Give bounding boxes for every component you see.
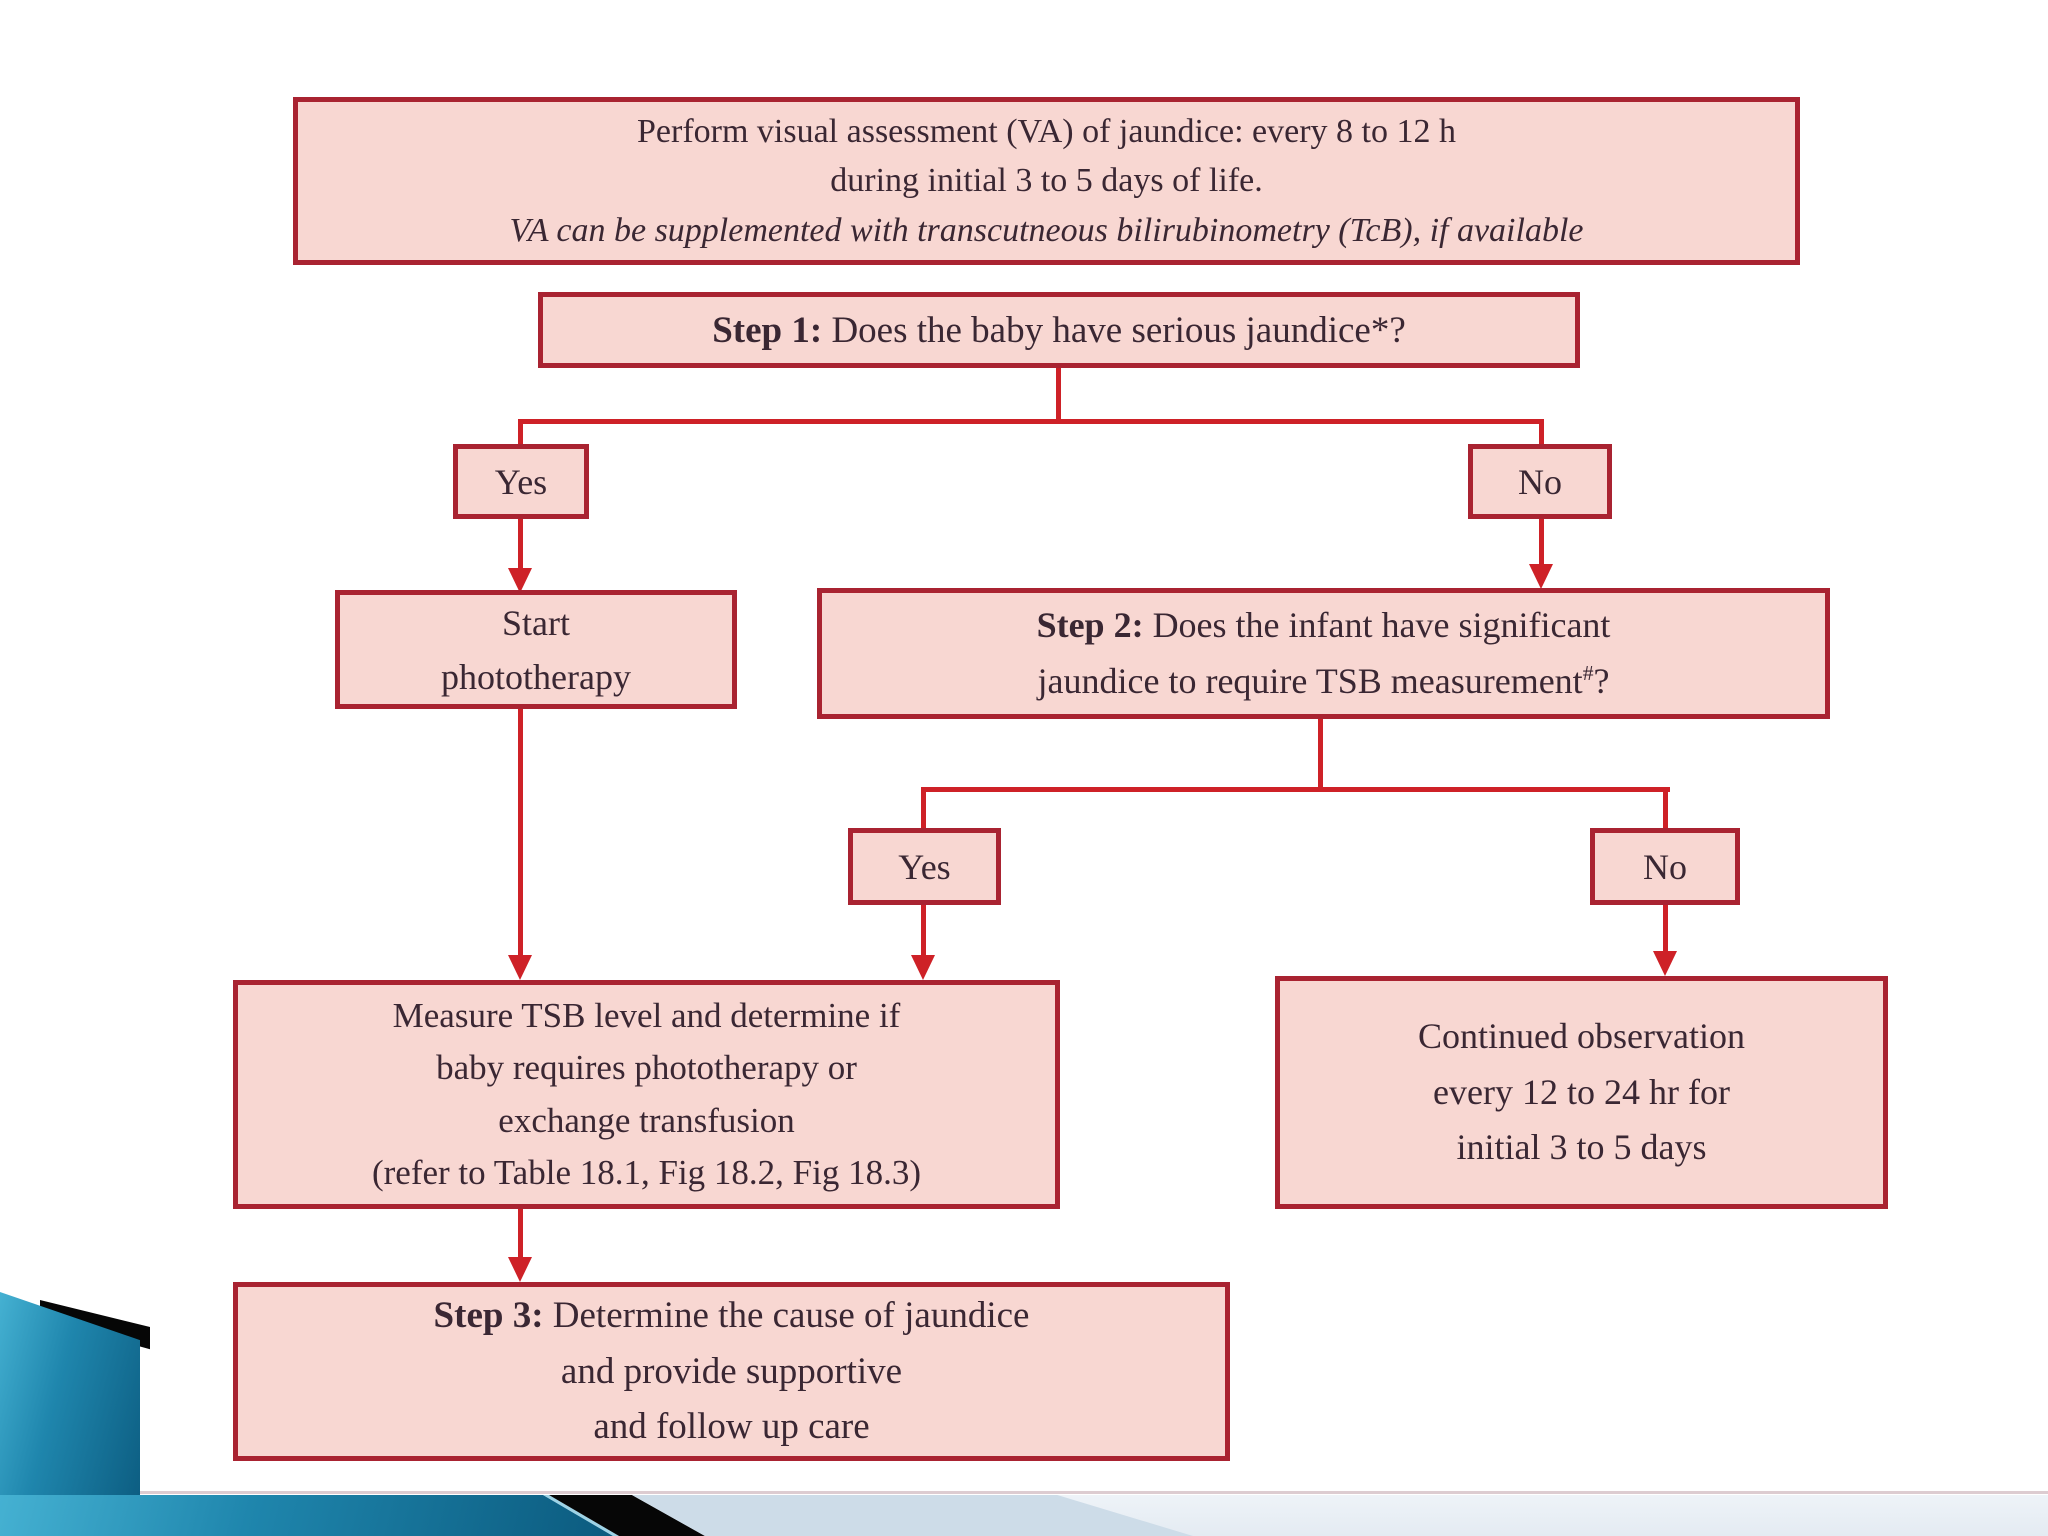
step3-line3: and follow up care — [593, 1406, 870, 1448]
arrow-no2-head — [1653, 951, 1677, 976]
measure-tsb-box: Measure TSB level and determine if baby … — [233, 980, 1060, 1209]
arrow-no1-line — [1539, 519, 1544, 567]
connector-branch2-yes — [921, 787, 926, 828]
phototherapy-box: Start phototherapy — [335, 590, 737, 709]
no1-label: No — [1518, 461, 1562, 502]
phototherapy-line1: Start — [502, 602, 570, 643]
measure-line1: Measure TSB level and determine if — [392, 995, 901, 1035]
yes-box-2: Yes — [848, 828, 1001, 905]
step3-line1-rest: Determine the cause of jaundice — [543, 1295, 1030, 1337]
measure-line4: (refer to Table 18.1, Fig 18.2, Fig 18.3… — [371, 1153, 922, 1192]
no-box-1: No — [1468, 444, 1612, 519]
continued-line3: initial 3 to 5 days — [1456, 1127, 1707, 1168]
arrow-yes1-head — [508, 568, 532, 593]
arrow-measure-head — [508, 1257, 532, 1282]
continued-line1: Continued observation — [1418, 1015, 1745, 1056]
continued-observation-box: Continued observation every 12 to 24 hr … — [1275, 976, 1888, 1209]
step2-line2-text: jaundice to require TSB measurement — [1037, 660, 1583, 701]
step1-question: Does the baby have serious jaundice*? — [822, 309, 1406, 351]
yes1-label: Yes — [494, 461, 548, 502]
step1-text: Step 1: Does the baby have serious jaund… — [712, 309, 1406, 352]
teal-band-wedge — [0, 1495, 614, 1536]
step2-line1: Step 2: Does the infant have significant — [1037, 598, 1611, 654]
assessment-note: VA can be supplemented with transcutneou… — [509, 211, 1584, 249]
continued-line2: every 12 to 24 hr for — [1433, 1071, 1730, 1112]
phototherapy-line2: phototherapy — [441, 656, 631, 697]
step3-box: Step 3: Determine the cause of jaundice … — [233, 1282, 1230, 1461]
step1-label: Step 1: — [712, 309, 823, 351]
divider-line — [110, 1491, 2048, 1494]
step2-box: Step 2: Does the infant have significant… — [817, 588, 1830, 719]
connector-branch2-no — [1663, 787, 1668, 828]
arrow-phototherapy-head — [508, 955, 532, 980]
arrow-no1-head — [1529, 564, 1553, 589]
no2-label: No — [1643, 846, 1687, 887]
connector-branch1-yes — [518, 419, 523, 446]
step3-line1: Step 3: Determine the cause of jaundice — [434, 1288, 1030, 1344]
connector-branch2 — [921, 787, 1670, 792]
step2-label: Step 2: — [1036, 604, 1144, 645]
measure-line3: exchange transfusion — [498, 1100, 795, 1140]
measure-line2: baby requires phototherapy or — [436, 1048, 857, 1087]
connector-branch1-no — [1539, 419, 1544, 446]
arrow-no2-line — [1663, 905, 1668, 955]
step2-superscript: # — [1582, 660, 1594, 685]
assessment-line2: during initial 3 to 5 days of life. — [830, 162, 1263, 200]
step1-box: Step 1: Does the baby have serious jaund… — [538, 292, 1580, 368]
arrow-yes1-line — [518, 519, 523, 571]
no-box-2: No — [1590, 828, 1740, 905]
step3-line2: and provide supportive — [560, 1350, 903, 1392]
arrow-yes2-line — [921, 905, 926, 957]
arrow-phototherapy-line — [518, 709, 523, 957]
step2-line1-rest: Does the infant have significant — [1143, 604, 1611, 645]
assessment-box: Perform visual assessment (VA) of jaundi… — [293, 97, 1800, 265]
assessment-line1: Perform visual assessment (VA) of jaundi… — [637, 113, 1456, 151]
yes-box-1: Yes — [453, 444, 589, 519]
arrow-measure-line — [518, 1209, 523, 1259]
step2-question-mark: ? — [1593, 660, 1610, 701]
connector-step1-down — [1056, 368, 1061, 424]
connector-branch1 — [518, 419, 1544, 424]
connector-step2-down — [1318, 719, 1323, 792]
yes2-label: Yes — [898, 846, 951, 887]
arrow-yes2-head — [911, 955, 935, 980]
step2-line2: jaundice to require TSB measurement#? — [1038, 654, 1610, 710]
step3-label: Step 3: — [433, 1295, 544, 1337]
